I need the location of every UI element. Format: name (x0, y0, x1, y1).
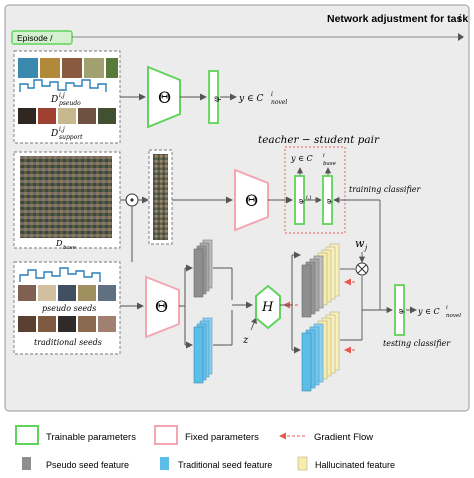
otimes-cross-b (357, 264, 367, 274)
panel-title: Network adjustment for task (327, 13, 468, 25)
legend-traditional-swatch (160, 457, 169, 470)
theta-mid-label: Θ (245, 191, 258, 210)
hallucinator-h[interactable] (255, 284, 281, 330)
svg-text:i: i (446, 305, 448, 311)
theta-top-trainable[interactable] (147, 65, 181, 129)
theta-low-fixed (145, 275, 180, 339)
support-label: D (50, 129, 58, 139)
pseudo-image-row (18, 58, 118, 78)
legend-hallucinated-swatch (297, 456, 308, 471)
svg-text:pseudo: pseudo (59, 100, 81, 107)
svg-text:base: base (323, 161, 337, 167)
z-arrow (250, 317, 257, 331)
hallucinated-stack-upper (301, 243, 340, 318)
svg-text:i: i (271, 91, 273, 98)
pseudo-seeds-label: pseudo seeds (42, 304, 96, 313)
feature-student (322, 175, 333, 225)
histogram-seed (19, 267, 101, 282)
testing-classifier-label: testing classifier (383, 339, 451, 348)
combine-odot-dot (130, 198, 134, 202)
theta-top-label: Θ (158, 88, 171, 107)
output-right: y ∈ C (417, 307, 440, 316)
hallucinated-stack-lower (301, 311, 340, 392)
training-classifier-label: training classifier (349, 185, 422, 194)
feature-test-label: φ (397, 309, 405, 314)
traditional-seed-stack (193, 317, 213, 384)
svg-text:j: j (363, 244, 368, 252)
theta-mid-fixed (234, 168, 269, 232)
svg-text:support: support (59, 134, 83, 141)
feature-top (208, 70, 219, 124)
svg-text:i,j: i,j (306, 195, 312, 201)
z-label: z (242, 335, 249, 346)
hallucinator-label: H (261, 300, 274, 315)
svg-text:novel: novel (271, 99, 287, 106)
support-image-row (18, 108, 116, 124)
base-mosaic (20, 156, 112, 238)
traditional-seeds-label: traditional seeds (34, 338, 102, 347)
pseudo-label: D (50, 95, 58, 105)
base-label: D (55, 239, 63, 248)
feature-student-label: φ (325, 199, 333, 204)
legend-pseudo-swatch (22, 457, 31, 470)
legend-traditional-seed: Traditional seed feature (178, 460, 272, 470)
svg-text:base: base (63, 245, 77, 251)
episode-label: Episode / (17, 33, 53, 43)
svg-text:i,j: i,j (59, 126, 65, 133)
legend-pseudo-seed: Pseudo seed feature (46, 460, 129, 470)
feature-test (394, 284, 405, 336)
legend-fixed-swatch (154, 425, 178, 445)
legend-trainable-swatch (15, 425, 39, 445)
theta-low-label: Θ (155, 297, 168, 316)
combined-strip (153, 154, 168, 240)
teacher-student-box (284, 146, 346, 234)
pseudo-seed-stack (193, 239, 213, 298)
legend-gradient: Gradient Flow (314, 432, 373, 443)
feature-teacher-label: φ (297, 199, 305, 204)
histogram-top (19, 79, 107, 92)
svg-text:novel: novel (446, 313, 461, 319)
output-base: y ∈ C (290, 154, 313, 163)
feature-top-label: φ (212, 96, 221, 102)
seed-image-box (13, 261, 121, 355)
weight-label: w (355, 237, 365, 250)
episode-arrow-icon (458, 33, 464, 41)
panel-title-var: i (458, 12, 462, 25)
legend-trainable: Trainable parameters (46, 432, 136, 443)
teacher-student-label: teacher − student pair (258, 134, 380, 146)
pseudo-seed-images (18, 285, 116, 301)
legend-hallucinated: Hallucinated feature (315, 460, 395, 470)
svg-text:i,j: i,j (59, 92, 65, 99)
output-top: y ∈ C (238, 94, 263, 104)
legend-fixed: Fixed parameters (185, 432, 259, 443)
traditional-seed-images (18, 316, 116, 332)
episode-tab (11, 30, 73, 45)
svg-text:i: i (323, 153, 325, 159)
